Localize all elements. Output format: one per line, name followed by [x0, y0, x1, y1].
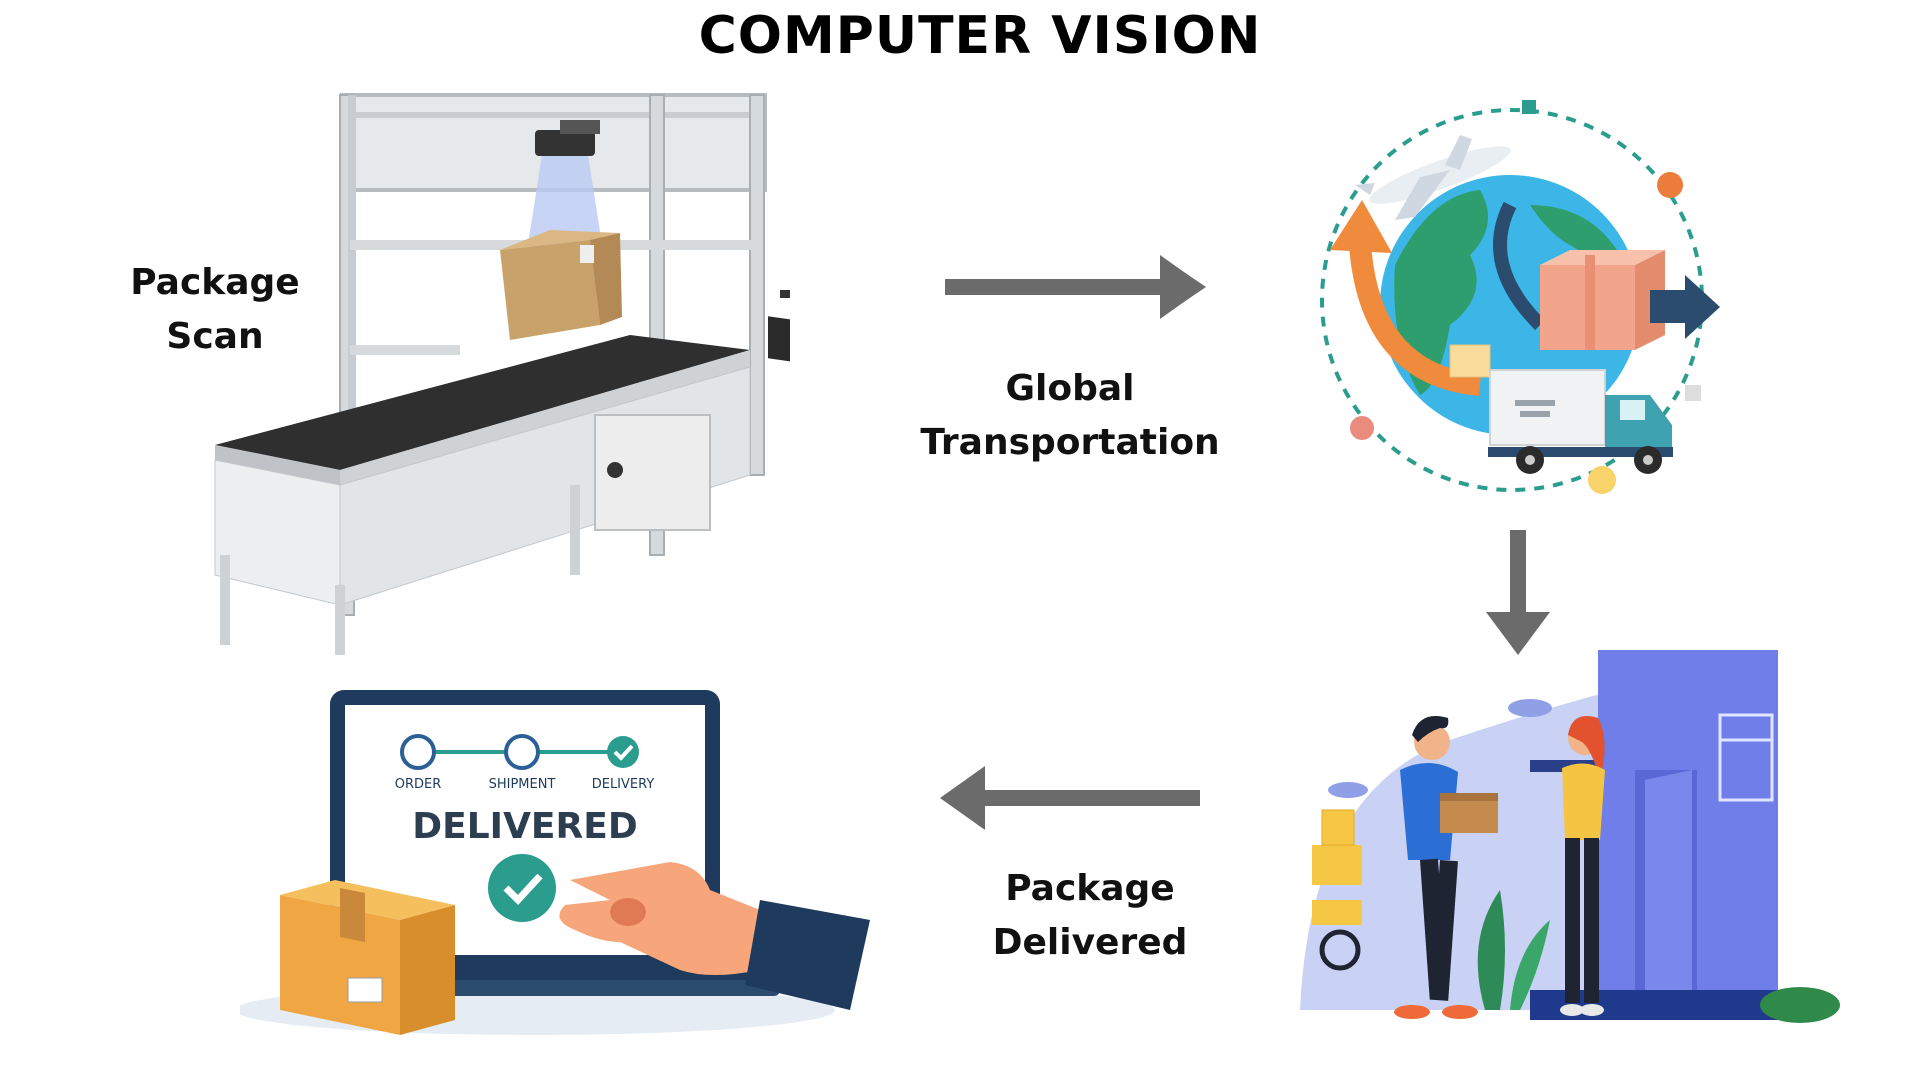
step-shipment-label: SHIPMENT [489, 777, 556, 792]
step-delivery-label: DELIVERY [592, 777, 655, 792]
label-global-transportation: Global Transportation [905, 362, 1235, 470]
parcel-icon [1540, 250, 1665, 350]
arrow-right-icon [945, 255, 1206, 319]
label-package-scan-line2: Scan [166, 316, 264, 357]
laptop-delivered-illustration: ORDER SHIPMENT DELIVERY DELIVERED [240, 690, 870, 1035]
check-circle-icon [488, 854, 556, 922]
label-global-line2: Transportation [920, 422, 1220, 463]
globe-logistics-illustration [1320, 100, 1720, 494]
arrow-down-icon [1486, 530, 1550, 655]
label-global-line1: Global [1005, 368, 1135, 409]
label-delivered-line2: Delivered [992, 922, 1188, 963]
step-order-label: ORDER [395, 777, 442, 792]
courier-person-icon [1394, 716, 1478, 1019]
truck-icon [1488, 369, 1673, 474]
label-package-scan-line1: Package [130, 262, 300, 303]
step-shipment-icon [504, 734, 540, 770]
step-delivery-check-icon [607, 736, 639, 768]
order-progress-tracker: ORDER SHIPMENT DELIVERY [395, 734, 655, 792]
delivery-handover-illustration [1300, 650, 1840, 1023]
label-package-scan: Package Scan [110, 256, 320, 364]
arrow-left-icon [940, 766, 1200, 830]
airplane-icon [1355, 135, 1511, 220]
label-package-delivered: Package Delivered [975, 862, 1205, 970]
recipient-person-icon [1560, 716, 1605, 1016]
label-delivered-line1: Package [1005, 868, 1175, 909]
delivered-status-text: DELIVERED [412, 806, 637, 847]
pointing-hand-icon [559, 862, 870, 1010]
page-title: COMPUTER VISION [698, 6, 1262, 66]
cardboard-box-icon [280, 880, 455, 1035]
conveyor-scanner-illustration [214, 93, 790, 655]
step-order-icon [400, 734, 436, 770]
